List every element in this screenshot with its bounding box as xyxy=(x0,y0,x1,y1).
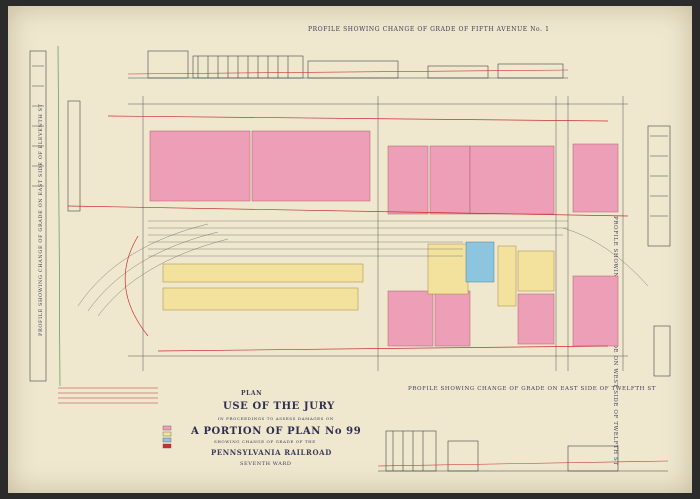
legend-swatches xyxy=(162,425,172,449)
plan-company: PENNSYLVANIA RAILROAD xyxy=(211,448,332,457)
street-lines xyxy=(128,96,628,371)
bottom-profile-title: PROFILE SHOWING CHANGE OF GRADE ON EAST … xyxy=(408,386,656,392)
railroad-yard xyxy=(162,243,555,311)
map-sheet: PROFILE SHOWING CHANGE OF GRADE OF FIFTH… xyxy=(8,6,692,493)
plan-use-title: USE OF THE JURY xyxy=(223,401,335,412)
railroad-tracks xyxy=(77,220,649,317)
top-profile xyxy=(127,50,569,79)
blue-structure xyxy=(465,241,495,283)
bottom-profiles xyxy=(377,430,669,472)
plan-ward: SEVENTH WARD xyxy=(240,461,292,467)
property-blocks-lower xyxy=(387,275,619,347)
legend-bottom-left xyxy=(58,387,158,404)
right-profile xyxy=(647,125,671,377)
plan-main-title: A PORTION OF PLAN No 99 xyxy=(191,426,362,437)
survey-plan-drawing xyxy=(29,45,671,472)
plan-small-line-2: SHOWING CHANGE OF GRADE OF THE xyxy=(214,439,316,444)
plan-small-line: IN PROCEEDINGS TO ASSESS DAMAGES ON xyxy=(218,416,334,421)
property-blocks-upper xyxy=(149,130,619,215)
top-profile-title: PROFILE SHOWING CHANGE OF GRADE OF FIFTH… xyxy=(308,26,550,33)
plan-heading: PLAN xyxy=(241,390,263,397)
left-profile xyxy=(29,45,81,387)
grade-lines xyxy=(67,115,629,352)
